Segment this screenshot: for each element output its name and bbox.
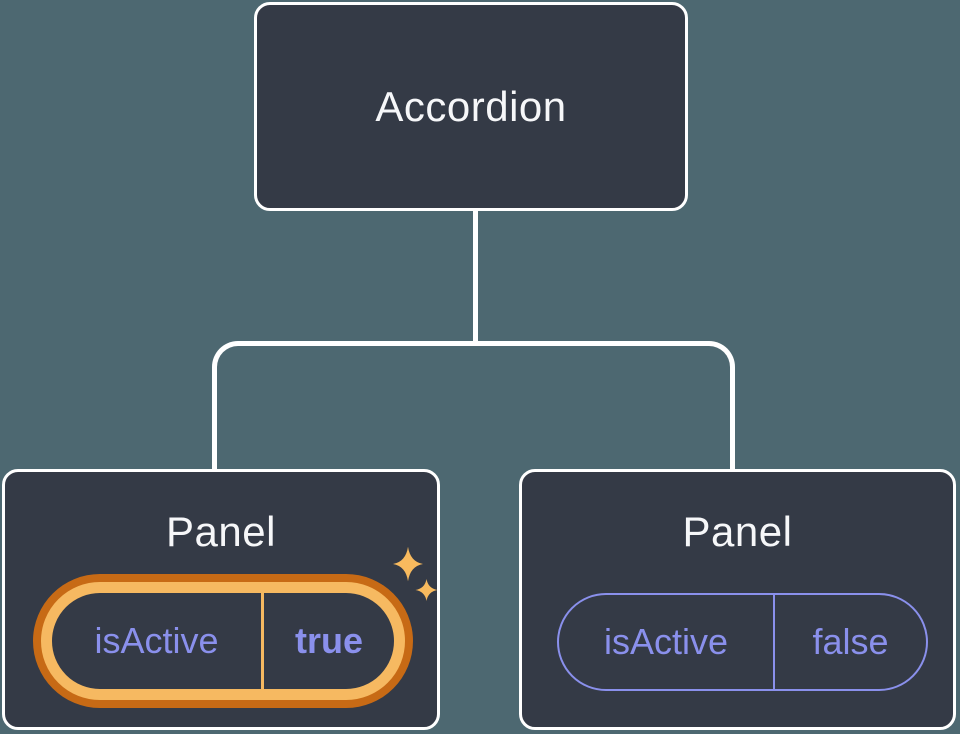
state-key-label: isActive xyxy=(94,620,219,661)
connector-branch xyxy=(212,341,735,470)
node-accordion: Accordion xyxy=(254,2,688,211)
connector-stem xyxy=(473,211,478,343)
sparkle-icon xyxy=(393,546,423,582)
node-accordion-label: Accordion xyxy=(375,82,567,130)
state-pill-inactive: isActive false xyxy=(557,593,928,691)
pill-divider xyxy=(773,595,775,689)
state-key-label: isActive xyxy=(603,621,729,662)
pill-divider xyxy=(261,593,264,689)
node-panel-active-label: Panel xyxy=(166,508,276,555)
node-panel-inactive-label: Panel xyxy=(682,508,793,555)
state-value-label: false xyxy=(812,621,889,662)
sparkle-icon xyxy=(415,579,438,601)
state-value-label: true xyxy=(294,620,363,661)
node-panel-active: Panel isActive true xyxy=(2,469,440,730)
node-panel-inactive: Panel isActive false xyxy=(519,469,956,730)
state-pill-active: isActive true xyxy=(41,582,405,700)
